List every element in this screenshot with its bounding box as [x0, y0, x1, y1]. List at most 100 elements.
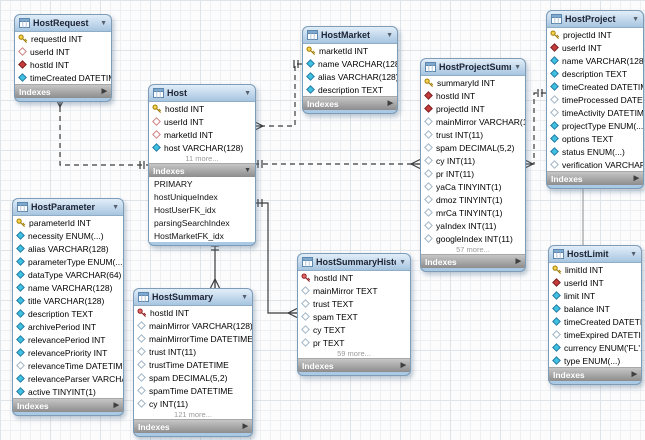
column-row[interactable]: trust TEXT: [298, 297, 410, 310]
indexes-expand-icon[interactable]: ▶: [400, 362, 406, 369]
column-row[interactable]: hostId INT: [421, 89, 525, 102]
column-row[interactable]: mainMirror VARCHAR(128): [134, 319, 252, 332]
column-row[interactable]: trust INT(11): [421, 128, 525, 141]
column-row[interactable]: timeCreated DATETIME: [549, 315, 641, 328]
column-row[interactable]: parameterId INT: [13, 216, 123, 229]
column-row[interactable]: verification VARCHAR(32): [547, 158, 643, 171]
collapse-arrow-icon[interactable]: ▼: [399, 258, 406, 266]
column-row[interactable]: parameterType ENUM(...): [13, 255, 123, 268]
indexes-expand-icon[interactable]: ▶: [113, 402, 119, 409]
column-row[interactable]: projectId INT: [547, 28, 643, 41]
relationship-host-hostprojectsummary[interactable]: [254, 158, 421, 170]
relationship-hostrequest-host[interactable]: [54, 97, 149, 169]
indexes-bar[interactable]: Indexes▼: [149, 163, 255, 177]
column-row[interactable]: summaryId INT: [421, 76, 525, 89]
collapse-arrow-icon[interactable]: ▼: [100, 19, 107, 27]
column-row[interactable]: yaCa TINYINT(1): [421, 180, 525, 193]
column-row[interactable]: cy INT(11): [421, 154, 525, 167]
column-row[interactable]: host VARCHAR(128): [149, 141, 255, 154]
column-row[interactable]: archivePeriod INT: [13, 320, 123, 333]
collapse-arrow-icon[interactable]: ▼: [630, 250, 637, 258]
indexes-expand-icon[interactable]: ▶: [633, 175, 639, 182]
indexes-bar[interactable]: Indexes▶: [421, 254, 525, 268]
column-row[interactable]: alias VARCHAR(128): [303, 70, 397, 83]
column-row[interactable]: balance INT: [549, 302, 641, 315]
column-row[interactable]: spam TEXT: [298, 310, 410, 323]
column-row[interactable]: pr INT(11): [421, 167, 525, 180]
collapse-arrow-icon[interactable]: ▼: [632, 15, 639, 23]
column-row[interactable]: userId INT: [547, 41, 643, 54]
table-header[interactable]: HostSummary▼: [134, 289, 252, 306]
column-row[interactable]: userId INT: [15, 45, 111, 58]
index-row[interactable]: parsingSearchIndex: [149, 216, 255, 229]
table-host-summary-history[interactable]: HostSummaryHistory▼hostId INTmainMirror …: [297, 253, 411, 376]
column-row[interactable]: relevancePriority INT: [13, 346, 123, 359]
table-header[interactable]: HostProject▼: [547, 11, 643, 28]
column-row[interactable]: userId INT: [549, 276, 641, 289]
column-row[interactable]: mrCa TINYINT(1): [421, 206, 525, 219]
column-row[interactable]: active TINYINT(1): [13, 385, 123, 398]
column-row[interactable]: name VARCHAR(128): [547, 54, 643, 67]
collapse-arrow-icon[interactable]: ▼: [386, 31, 393, 39]
column-row[interactable]: name VARCHAR(128): [13, 281, 123, 294]
column-row[interactable]: marketId INT: [303, 44, 397, 57]
column-row[interactable]: userId INT: [149, 115, 255, 128]
relationship-host-hostsummary[interactable]: [209, 242, 221, 289]
relationship-host-hostsummaryhistory[interactable]: [254, 199, 298, 319]
table-header[interactable]: HostProjectSummary▼: [421, 59, 525, 76]
indexes-expand-icon[interactable]: ▶: [387, 100, 393, 107]
column-row[interactable]: name VARCHAR(128): [303, 57, 397, 70]
column-row[interactable]: timeActivity DATETIME: [547, 106, 643, 119]
indexes-bar[interactable]: Indexes▶: [303, 96, 397, 110]
column-row[interactable]: relevancePeriod INT: [13, 333, 123, 346]
indexes-bar[interactable]: Indexes▶: [13, 398, 123, 412]
collapse-arrow-icon[interactable]: ▼: [244, 89, 251, 97]
indexes-bar[interactable]: Indexes▶: [15, 84, 111, 98]
column-row[interactable]: title VARCHAR(128): [13, 294, 123, 307]
column-row[interactable]: timeProcessed DATETIME: [547, 93, 643, 106]
column-row[interactable]: currency ENUM('FL','CL'): [549, 341, 641, 354]
collapse-arrow-icon[interactable]: ▼: [112, 203, 119, 211]
column-row[interactable]: options TEXT: [547, 132, 643, 145]
column-row[interactable]: description TEXT: [303, 83, 397, 96]
column-row[interactable]: hostId INT: [298, 271, 410, 284]
column-row[interactable]: mainMirror VARCHAR(128): [421, 115, 525, 128]
indexes-bar[interactable]: Indexes▶: [547, 171, 643, 185]
indexes-expand-icon[interactable]: ▼: [244, 167, 251, 174]
indexes-bar[interactable]: Indexes▶: [298, 358, 410, 372]
column-row[interactable]: status ENUM(...): [547, 145, 643, 158]
column-row[interactable]: description TEXT: [13, 307, 123, 320]
column-row[interactable]: necessity ENUM(...): [13, 229, 123, 242]
table-header[interactable]: HostMarket▼: [303, 27, 397, 44]
column-row[interactable]: projectType ENUM(...): [547, 119, 643, 132]
column-row[interactable]: hostId INT: [15, 58, 111, 71]
column-row[interactable]: hostId INT: [149, 102, 255, 115]
column-row[interactable]: mainMirrorTime DATETIME: [134, 332, 252, 345]
relationship-host-hostmarket[interactable]: [253, 60, 302, 132]
column-row[interactable]: timeCreated DATETIME: [547, 80, 643, 93]
collapse-arrow-icon[interactable]: ▼: [241, 293, 248, 301]
table-header[interactable]: Host▼: [149, 85, 255, 102]
index-row[interactable]: PRIMARY: [149, 177, 255, 190]
index-row[interactable]: HostUserFK_idx: [149, 203, 255, 216]
column-row[interactable]: limit INT: [549, 289, 641, 302]
column-row[interactable]: relevanceParser VARCHAR(32): [13, 372, 123, 385]
column-row[interactable]: limitId INT: [549, 263, 641, 276]
column-row[interactable]: spam DECIMAL(5,2): [134, 371, 252, 384]
table-header[interactable]: HostSummaryHistory▼: [298, 254, 410, 271]
column-row[interactable]: marketId INT: [149, 128, 255, 141]
column-row[interactable]: projectId INT: [421, 102, 525, 115]
column-row[interactable]: hostId INT: [134, 306, 252, 319]
indexes-expand-icon[interactable]: ▶: [101, 88, 107, 95]
index-row[interactable]: hostUniqueIndex: [149, 190, 255, 203]
column-row[interactable]: relevanceTime DATETIME: [13, 359, 123, 372]
collapse-arrow-icon[interactable]: ▼: [514, 63, 521, 71]
relationship-hostproject-hostprojectsummary[interactable]: [523, 89, 546, 170]
